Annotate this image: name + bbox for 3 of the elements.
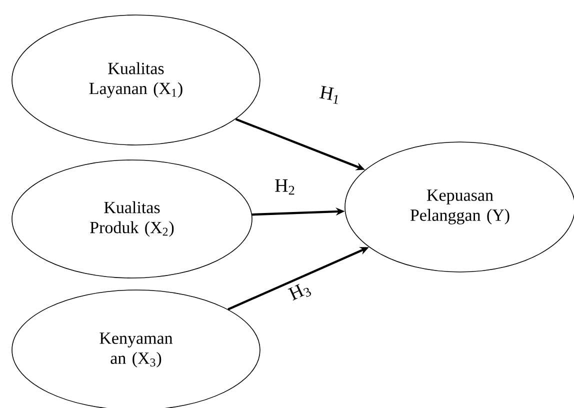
edge-label: H$_{2}$ <box>274 178 296 196</box>
edge-label: H$_{3}$ <box>286 279 314 305</box>
edge-label: H$_{1}$ <box>317 84 343 106</box>
